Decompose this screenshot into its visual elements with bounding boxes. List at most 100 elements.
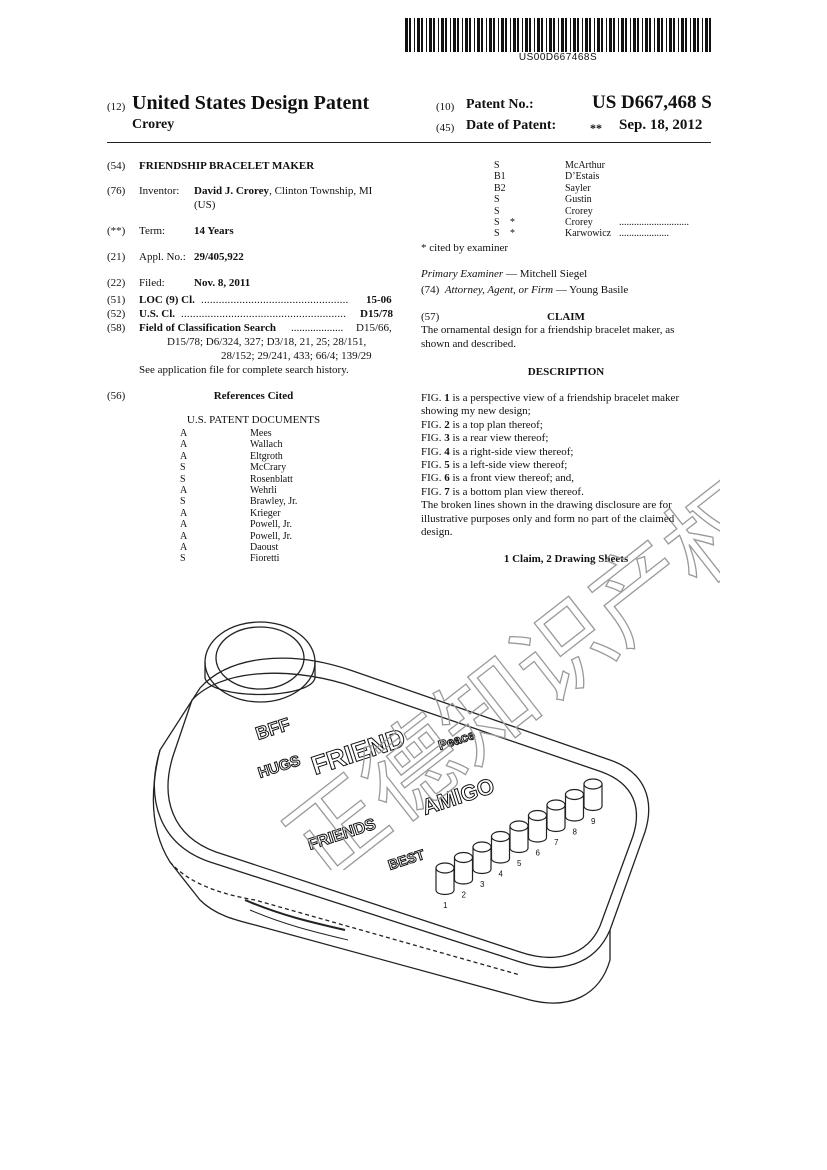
- figure-number: 4: [444, 445, 450, 458]
- claim-text-1: The ornamental design for a friendship b…: [421, 324, 675, 336]
- peg-number: 3: [480, 880, 485, 889]
- uscl-value: D15/78: [360, 308, 393, 320]
- peg-number: 8: [573, 828, 578, 837]
- code-45: (45): [436, 122, 455, 134]
- reference-row-cell: ............................: [619, 217, 689, 228]
- code-21: (21): [107, 251, 126, 263]
- reference-row-cell: Powell, Jr.: [250, 530, 292, 542]
- reference-row-cell: *: [510, 217, 515, 228]
- description-text: FIG.: [421, 392, 445, 404]
- reference-row-cell: Powell, Jr.: [250, 519, 292, 531]
- code-56: (56): [107, 390, 126, 402]
- claim-heading: CLAIM: [547, 311, 585, 323]
- peg-top: [435, 862, 455, 874]
- figure-number: 1: [444, 392, 450, 404]
- description-text: design.: [421, 526, 453, 538]
- figure-number: 7: [444, 485, 450, 498]
- us-patent-documents-heading: U.S. PATENT DOCUMENTS: [186, 414, 321, 426]
- attorney-name: — Young Basile: [555, 284, 629, 296]
- date-mark: **: [590, 121, 602, 135]
- peg-top: [490, 830, 511, 843]
- figure-number: 5: [444, 459, 450, 471]
- code-74: (74): [421, 284, 440, 296]
- reference-row-cell: Wallach: [250, 439, 283, 451]
- peg: [564, 793, 585, 822]
- filed-date: Nov. 8, 2011: [194, 277, 251, 289]
- reference-row-cell: S: [494, 194, 500, 206]
- field-line3: 28/152; 29/241, 433; 66/4; 139/29: [221, 350, 372, 362]
- description-text: FIG.: [421, 445, 445, 458]
- reference-row-cell: Sayler: [565, 182, 591, 194]
- description-line: FIG. 6 is a front view thereof; and,: [421, 472, 574, 485]
- peg-number: 9: [591, 817, 596, 826]
- drawing-word-label: HUGS: [256, 752, 302, 782]
- description-line: design.: [421, 526, 452, 539]
- reference-row-cell: Wehrli: [250, 485, 277, 496]
- peg-top: [564, 788, 585, 801]
- claim-text-2: shown and described.: [421, 338, 517, 350]
- drawing-word-label: FRIENDS: [306, 816, 378, 854]
- peg-number: 1: [443, 901, 448, 910]
- filed-label: Filed:: [139, 277, 165, 289]
- header-rule: [107, 142, 711, 143]
- reference-row-cell: A: [180, 485, 188, 496]
- examiner-label: Primary Examiner: [421, 268, 504, 280]
- reference-row-cell: A: [180, 530, 188, 542]
- references-heading: References Cited: [213, 390, 294, 402]
- description-line: FIG. 5 is a left-side view thereof;: [421, 459, 567, 472]
- loc-value: 15-06: [366, 294, 392, 306]
- reference-row-cell: Krieger: [250, 507, 281, 519]
- peg-top: [509, 820, 529, 832]
- peg-number: 2: [462, 891, 467, 900]
- peg-top: [583, 778, 603, 790]
- description-heading: DESCRIPTION: [527, 366, 605, 378]
- loc-label: LOC (9) Cl.: [139, 294, 195, 306]
- peg-number: 6: [536, 849, 541, 858]
- description-line: FIG. 2 is a top plan thereof;: [421, 419, 543, 432]
- term-label: Term:: [139, 225, 166, 237]
- description-text: FIG.: [421, 472, 445, 485]
- code-51: (51): [107, 294, 126, 306]
- field-line2: D15/78; D6/324, 327; D3/18, 21, 25; 28/1…: [167, 336, 367, 348]
- peg-top: [453, 851, 474, 864]
- peg-top: [472, 841, 492, 853]
- date-label: Date of Patent:: [466, 118, 557, 133]
- reference-row-cell: S: [180, 553, 186, 565]
- description-text: is a front view thereof; and,: [449, 472, 575, 485]
- code-57: (57): [421, 311, 440, 323]
- description-line: illustrative purposes only and form no p…: [421, 513, 674, 526]
- inventor-location: , Clinton Township, MI: [269, 185, 373, 197]
- reference-row-cell: Karwowicz: [565, 228, 612, 240]
- code-54: (54): [107, 160, 126, 172]
- appl-number: 29/405,922: [194, 251, 244, 263]
- term-value: 14 Years: [194, 225, 234, 237]
- inventor-label: Inventor:: [139, 185, 180, 197]
- code-10: (10): [436, 101, 455, 113]
- peg: [435, 867, 455, 896]
- peg: [490, 835, 511, 864]
- inventor-name: David J. Crorey: [194, 185, 270, 197]
- uscl-dots: ........................................…: [181, 308, 347, 320]
- reference-row-cell: A: [180, 428, 188, 439]
- inventor-country: (US): [194, 199, 216, 211]
- attorney-label: Attorney, Agent, or Firm: [444, 284, 554, 296]
- reference-row-cell: S: [494, 205, 500, 217]
- peg: [583, 783, 603, 812]
- reference-row-cell: S: [494, 228, 500, 240]
- description-line: FIG. 7 is a bottom plan view thereof.: [421, 486, 584, 499]
- reference-row-cell: McCrary: [250, 462, 287, 474]
- reference-row-cell: S: [180, 496, 186, 508]
- peg: [453, 856, 474, 885]
- code-52: (52): [107, 308, 126, 320]
- reference-row-cell: Crorey: [565, 205, 593, 217]
- drawing-word-label: BEST: [386, 846, 427, 873]
- reference-row-cell: Rosenblatt: [250, 473, 293, 485]
- patent-no-label: Patent No.:: [466, 97, 534, 112]
- reference-row-cell: *: [510, 228, 515, 240]
- description-line: FIG. 3 is a rear view thereof;: [421, 432, 548, 445]
- peg: [472, 846, 492, 875]
- barcode-number: US00D667468S: [518, 52, 598, 63]
- peg-number: 4: [499, 870, 504, 879]
- field-dots: ...................: [291, 322, 344, 334]
